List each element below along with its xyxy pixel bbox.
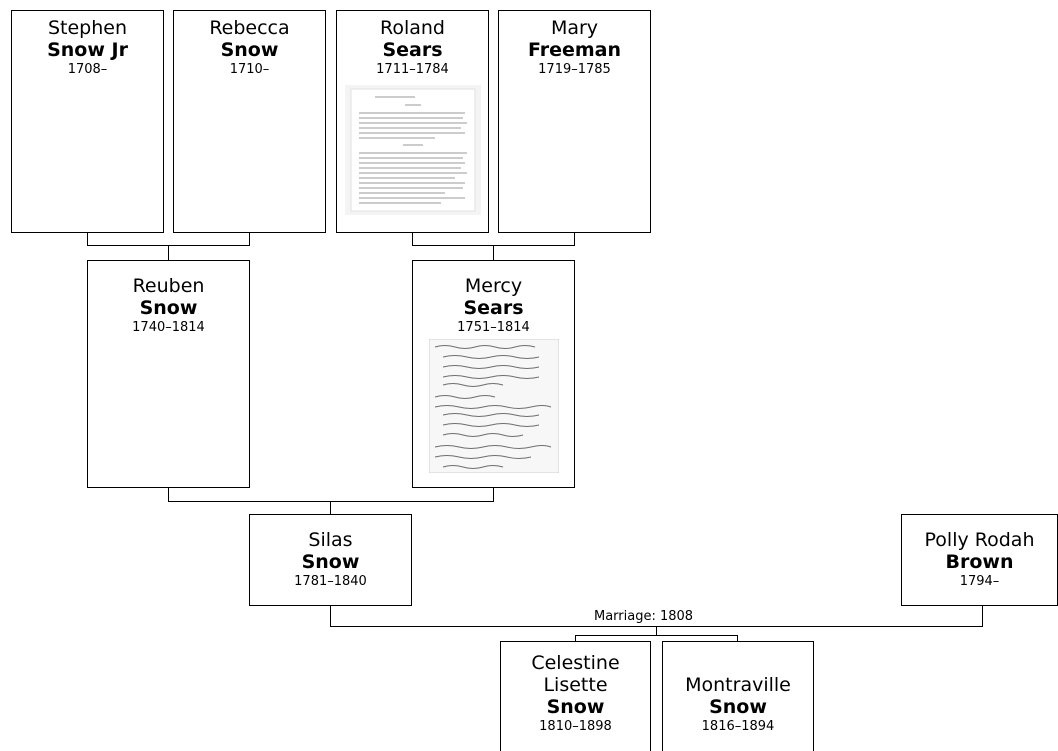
surname: Sears [463, 297, 524, 319]
given-name: Celestine [531, 652, 620, 674]
life-dates: 1781–1840 [294, 574, 367, 589]
connector-line [330, 606, 331, 626]
surname: Snow [220, 39, 279, 61]
document-thumbnail[interactable] [428, 339, 559, 473]
given-name: Mary [550, 17, 599, 39]
surname: Snow [301, 551, 360, 573]
connector-line [982, 606, 983, 626]
document-thumbnail[interactable] [344, 85, 481, 215]
person-card-celestine[interactable]: Celestine Lisette Snow 1810–1898 [500, 641, 651, 751]
life-dates: 1710– [229, 62, 270, 77]
connector-line [575, 635, 576, 641]
connector-line [493, 245, 494, 260]
connector-line [737, 635, 738, 641]
connector-line [574, 233, 575, 245]
person-card-mary[interactable]: Mary Freeman 1719–1785 [498, 10, 651, 233]
person-card-stephen[interactable]: Stephen Snow Jr 1708– [11, 10, 164, 233]
connector-line [87, 233, 88, 245]
connector-line [412, 233, 413, 245]
connector-line [575, 635, 738, 636]
life-dates: 1810–1898 [539, 719, 612, 734]
given-name: Roland [380, 17, 445, 39]
surname: Snow [546, 696, 605, 718]
connector-line [168, 488, 169, 501]
given-name: Silas [308, 529, 353, 551]
life-dates: 1711–1784 [376, 62, 449, 77]
connector-line [249, 233, 250, 245]
given-name: Stephen [47, 17, 128, 39]
life-dates: 1816–1894 [701, 719, 775, 734]
surname: Sears [382, 39, 443, 61]
person-card-rebecca[interactable]: Rebecca Snow 1710– [173, 10, 326, 233]
person-card-montraville[interactable]: Montraville Snow 1816–1894 [662, 641, 814, 751]
person-card-reuben[interactable]: Reuben Snow 1740–1814 [87, 260, 250, 488]
given-name: Polly Rodah [924, 529, 1035, 551]
life-dates: 1794– [959, 574, 1000, 589]
life-dates: 1708– [67, 62, 108, 77]
connector-line [330, 501, 331, 514]
given-name: Rebecca [209, 17, 290, 39]
life-dates: 1751–1814 [457, 320, 530, 335]
surname: Snow [139, 297, 198, 319]
connector-line [656, 626, 657, 636]
given-name: Reuben [132, 275, 205, 297]
surname: Freeman [527, 39, 622, 61]
person-card-silas[interactable]: Silas Snow 1781–1840 [249, 514, 412, 606]
person-card-polly[interactable]: Polly Rodah Brown 1794– [901, 514, 1058, 606]
person-card-roland[interactable]: Roland Sears 1711–1784 [336, 10, 489, 233]
given-name: Montraville [685, 674, 791, 696]
surname: Brown [945, 551, 1014, 573]
given-name: Mercy [464, 275, 523, 297]
marriage-label: Marriage: 1808 [592, 609, 696, 624]
connector-line [168, 501, 494, 502]
life-dates: 1740–1814 [132, 320, 205, 335]
surname: Snow Jr [47, 39, 128, 61]
life-dates: 1719–1785 [538, 62, 611, 77]
person-card-mercy[interactable]: Mercy Sears 1751–1814 [412, 260, 575, 488]
connector-line [493, 488, 494, 501]
connector-line [168, 245, 169, 260]
given-name-second: Lisette [543, 674, 608, 696]
surname: Snow [709, 696, 767, 718]
